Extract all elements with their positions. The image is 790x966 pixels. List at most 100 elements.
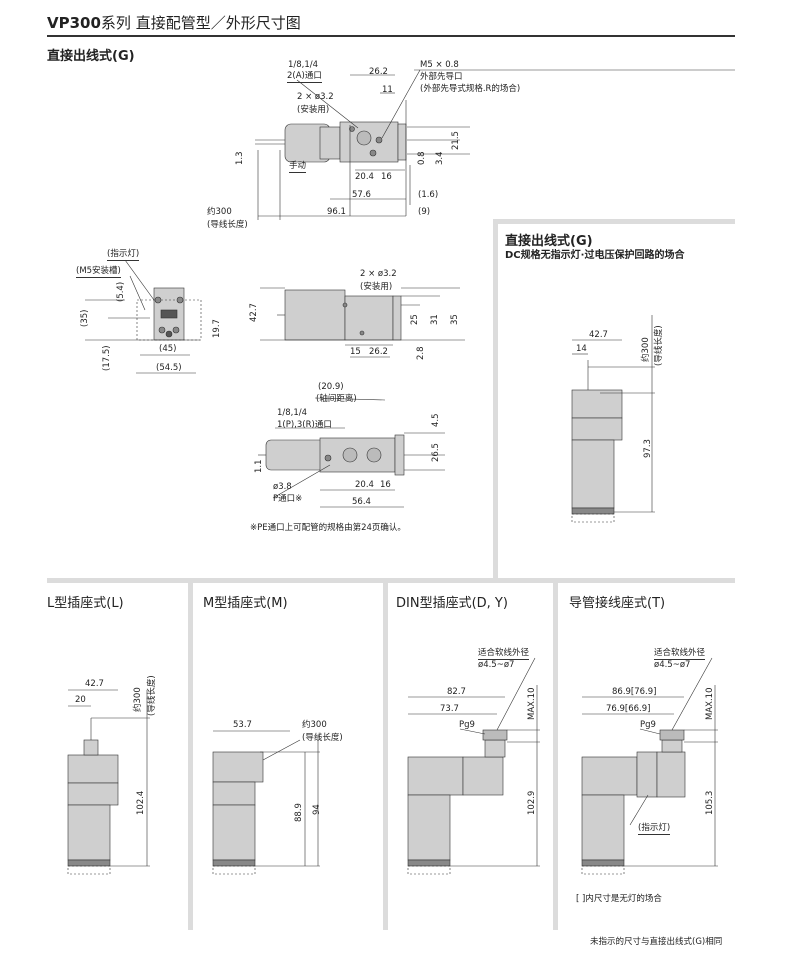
page-title: VP300系列 直接配管型／外形尺寸图 xyxy=(47,12,301,33)
panel-heading: M型插座式(M) xyxy=(203,596,288,611)
dim: 19.7 xyxy=(212,319,222,338)
pg-thread: Pg9 xyxy=(459,720,475,730)
dim: (17.5) xyxy=(102,345,112,371)
dim: 21.5 xyxy=(451,131,461,150)
cable-label: 适合软线外径 xyxy=(654,648,706,660)
lead-length: 约300 xyxy=(302,720,327,730)
p-dia: ø3.8 xyxy=(273,482,292,492)
dim: (45) xyxy=(159,344,177,354)
section-heading-direct: 直接出线式(G) xyxy=(47,49,135,64)
dim: 26.2 xyxy=(369,347,388,357)
dim: 94 xyxy=(312,804,322,815)
model-name: VP300 xyxy=(47,14,101,32)
panel-heading: DIN型插座式(D, Y) xyxy=(396,596,508,611)
m5-port: M5 × 0.8 xyxy=(420,60,459,70)
dim: 26.5 xyxy=(431,443,441,462)
dim: 15 xyxy=(350,347,361,357)
indicator: (指示灯) xyxy=(638,823,671,835)
dim: 4.5 xyxy=(431,413,441,427)
lead-note: (导线长度) xyxy=(302,733,343,743)
dim: (35) xyxy=(80,309,90,327)
right-panel-valve xyxy=(571,315,655,523)
dim: 0.8 xyxy=(417,151,427,165)
lead-note: (导线长度) xyxy=(207,220,248,230)
dim: 2.8 xyxy=(416,346,426,360)
end-view-valve xyxy=(85,259,202,374)
dim: 97.3 xyxy=(643,439,653,458)
pg-thread: Pg9 xyxy=(640,720,656,730)
dim: 20 xyxy=(75,695,86,705)
lead-length: 约300 xyxy=(641,337,651,362)
dim: 73.7 xyxy=(440,704,459,714)
port-size: 1/8,1/4 xyxy=(288,60,319,70)
dim: 53.7 xyxy=(233,720,252,730)
ext-pilot: 外部先导口 xyxy=(420,72,463,82)
l-type-valve xyxy=(67,689,150,875)
din-type-valve xyxy=(407,657,540,875)
dim: 1.1 xyxy=(254,459,264,473)
lead-note: (导线长度) xyxy=(654,325,664,366)
title-text: 系列 直接配管型／外形尺寸图 xyxy=(100,14,301,32)
dim: 42.7 xyxy=(249,303,259,322)
manual-override: 手动 xyxy=(289,161,307,173)
dim: 20.4 xyxy=(355,480,374,490)
bracket-note: [ ]内尺寸是无灯的场合 xyxy=(576,894,662,904)
dim: (9) xyxy=(418,207,431,217)
holes: 2 × ø3.2 xyxy=(297,92,334,102)
title-rule xyxy=(47,35,735,37)
dim: (54.5) xyxy=(156,363,182,373)
ext-pilot-note: (外部先导式规格.R的场合) xyxy=(420,84,521,94)
dim: 86.9[76.9] xyxy=(612,687,657,697)
m5-groove: (M5安装槽) xyxy=(76,266,121,278)
dim: 14 xyxy=(576,344,587,354)
port-size: 1/8,1/4 xyxy=(277,408,308,418)
holes: 2 × ø3.2 xyxy=(360,269,397,279)
dim: 20.4 xyxy=(355,172,374,182)
dim: 16 xyxy=(380,480,391,490)
dim: 102.4 xyxy=(136,790,146,815)
dim: 57.6 xyxy=(352,190,371,200)
m-type-valve xyxy=(212,730,320,875)
panel-frames xyxy=(47,219,735,930)
conduit-type-valve xyxy=(581,657,718,875)
dim: 102.9 xyxy=(527,790,537,815)
dim: 31 xyxy=(430,314,440,325)
dim: 76.9[66.9] xyxy=(606,704,651,714)
dim: MAX.10 xyxy=(705,687,715,721)
ports: 1(P),3(R)通口 xyxy=(277,420,332,430)
top-view-valve xyxy=(255,69,735,220)
dim: (20.9) xyxy=(318,382,344,392)
dim: 35 xyxy=(450,314,460,325)
dim: 42.7 xyxy=(589,330,608,340)
p-port: P通口※ xyxy=(273,494,303,504)
lead-length: 约300 xyxy=(133,687,143,712)
holes-note: (安装用) xyxy=(297,105,330,115)
dim: 42.7 xyxy=(85,679,104,689)
cable-label: 适合软线外径 xyxy=(478,648,530,660)
dim: (1.6) xyxy=(418,190,439,200)
lead-length: 约300 xyxy=(207,207,232,217)
axis-note: (轴间距离) xyxy=(316,394,357,404)
panel-heading: L型插座式(L) xyxy=(47,596,124,611)
bottom-view-valve xyxy=(258,397,445,508)
footnote: ※PE通口上可配管的规格由第24页确认。 xyxy=(250,523,406,533)
dim: MAX.10 xyxy=(527,687,537,721)
dim: (5.4) xyxy=(116,281,126,302)
dim: 105.3 xyxy=(705,790,715,815)
dim: 25 xyxy=(410,314,420,325)
dim: 88.9 xyxy=(294,803,304,822)
dim: 3.4 xyxy=(435,151,445,165)
holes-note: (安装用) xyxy=(360,282,393,292)
dim: 11 xyxy=(382,85,393,95)
dim: 96.1 xyxy=(327,207,346,217)
panel-subheading: DC规格无指示灯·过电压保护回路的场合 xyxy=(505,250,685,261)
cable-dia: ø4.5~ø7 xyxy=(478,660,515,670)
dim: 56.4 xyxy=(352,497,371,507)
cable-dia: ø4.5~ø7 xyxy=(654,660,691,670)
panel-heading: 导管接线座式(T) xyxy=(569,596,666,611)
side-view-valve xyxy=(260,287,465,358)
bottom-note: 未指示的尺寸与直接出线式(G)相同 xyxy=(590,937,723,947)
indicator: (指示灯) xyxy=(107,249,140,261)
port-a: 2(A)通口 xyxy=(287,71,322,83)
